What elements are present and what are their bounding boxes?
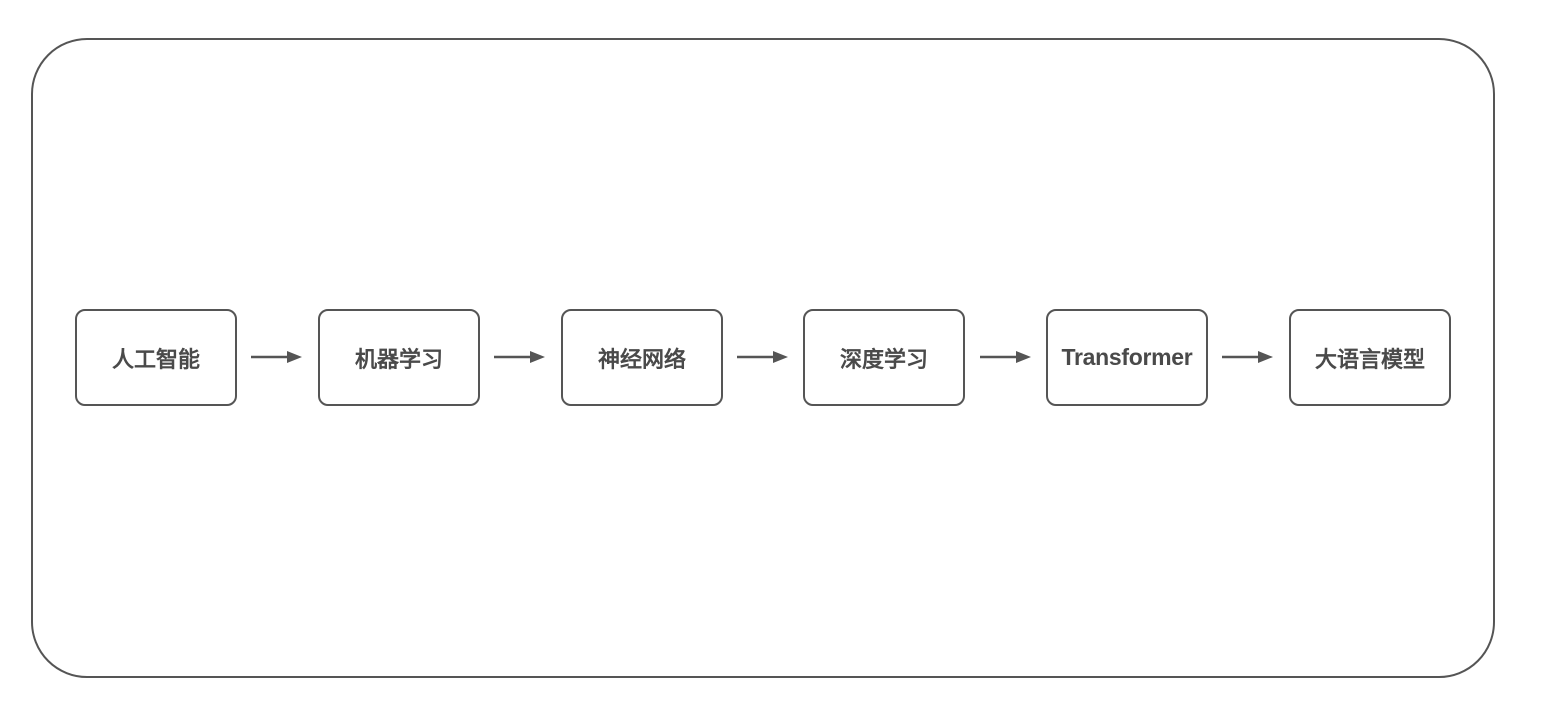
- node-transformer: Transformer: [1046, 309, 1208, 406]
- node-neural-network: 神经网络: [561, 309, 723, 406]
- arrow-dl-to-transformer: [980, 347, 1032, 367]
- node-machine-learning: 机器学习: [318, 309, 480, 406]
- arrow-nn-to-dl: [737, 347, 789, 367]
- arrow-ml-to-nn: [494, 347, 546, 367]
- node-large-language-model: 大语言模型: [1289, 309, 1451, 406]
- arrow-ai-to-ml: [251, 347, 303, 367]
- arrow-transformer-to-llm: [1222, 347, 1274, 367]
- node-artificial-intelligence: 人工智能: [75, 309, 237, 406]
- node-deep-learning: 深度学习: [803, 309, 965, 406]
